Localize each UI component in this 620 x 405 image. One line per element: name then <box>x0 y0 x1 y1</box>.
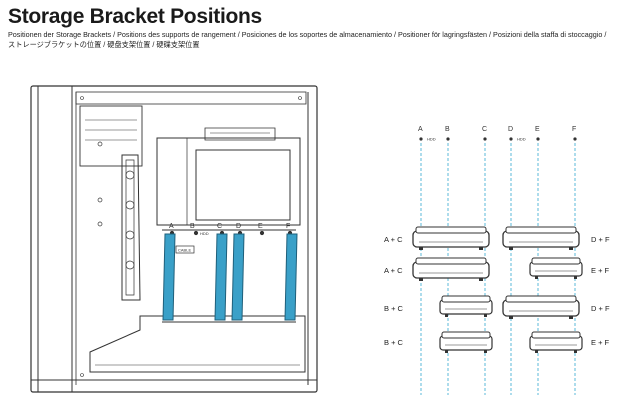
drive-d-f-1 <box>502 226 580 251</box>
combo-right-1: D + F <box>591 235 610 244</box>
case-label-c: C <box>217 223 222 230</box>
combo-right-2: E + F <box>591 266 610 275</box>
storage-bracket-a <box>162 233 176 321</box>
drive-group-left <box>412 226 493 354</box>
drive-e-f-1 <box>529 257 583 280</box>
case-position-labels: A B C D E F HDD CABLE <box>169 223 290 253</box>
label-a: A <box>418 126 423 133</box>
drive-b-c-2 <box>439 331 493 354</box>
combo-labels: A + C A + C B + C B + C D + F E + F D + … <box>384 235 610 347</box>
combo-left-3: B + C <box>384 304 404 313</box>
case-label-a: A <box>169 223 174 230</box>
label-c: C <box>482 126 487 133</box>
mount-row: HDD HDD <box>419 137 577 142</box>
hdd-tag-left: HDD <box>427 137 436 142</box>
case-tag-hdd: HDD <box>200 231 209 236</box>
drive-a-c-1 <box>412 226 490 251</box>
page-title: Storage Bracket Positions <box>8 5 262 28</box>
pc-case-illustration <box>30 85 318 393</box>
label-f: F <box>572 126 576 133</box>
case-tag-cable: CABLE <box>178 248 191 253</box>
storage-brackets <box>162 233 298 321</box>
case-label-b: B <box>190 223 195 230</box>
position-labels: A B C D E F <box>418 126 576 133</box>
subtitle-asian: ストレージブラケットの位置 / 硬盘支架位置 / 硬碟支架位置 <box>8 40 200 49</box>
label-b: B <box>445 126 450 133</box>
combo-left-2: A + C <box>384 266 403 275</box>
hdd-tag-right: HDD <box>517 137 526 142</box>
storage-bracket-f <box>284 233 298 321</box>
combo-right-3: D + F <box>591 304 610 313</box>
drive-e-f-2 <box>529 331 583 354</box>
label-d: D <box>508 126 513 133</box>
case-label-e: E <box>258 223 263 230</box>
case-label-d: D <box>236 223 241 230</box>
drive-b-c-1 <box>439 295 493 318</box>
subtitle-multilingual: Positionen der Storage Brackets / Positi… <box>8 30 607 39</box>
combo-right-4: E + F <box>591 338 610 347</box>
drive-group-right <box>502 226 583 354</box>
storage-bracket-d <box>231 233 245 321</box>
storage-bracket-c <box>214 233 228 321</box>
drive-a-c-2 <box>412 257 490 282</box>
label-e: E <box>535 126 540 133</box>
case-outline <box>30 85 318 393</box>
drive-d-f-2 <box>502 295 580 320</box>
case-label-f: F <box>286 223 290 230</box>
combo-left-1: A + C <box>384 235 403 244</box>
combo-left-4: B + C <box>384 338 404 347</box>
